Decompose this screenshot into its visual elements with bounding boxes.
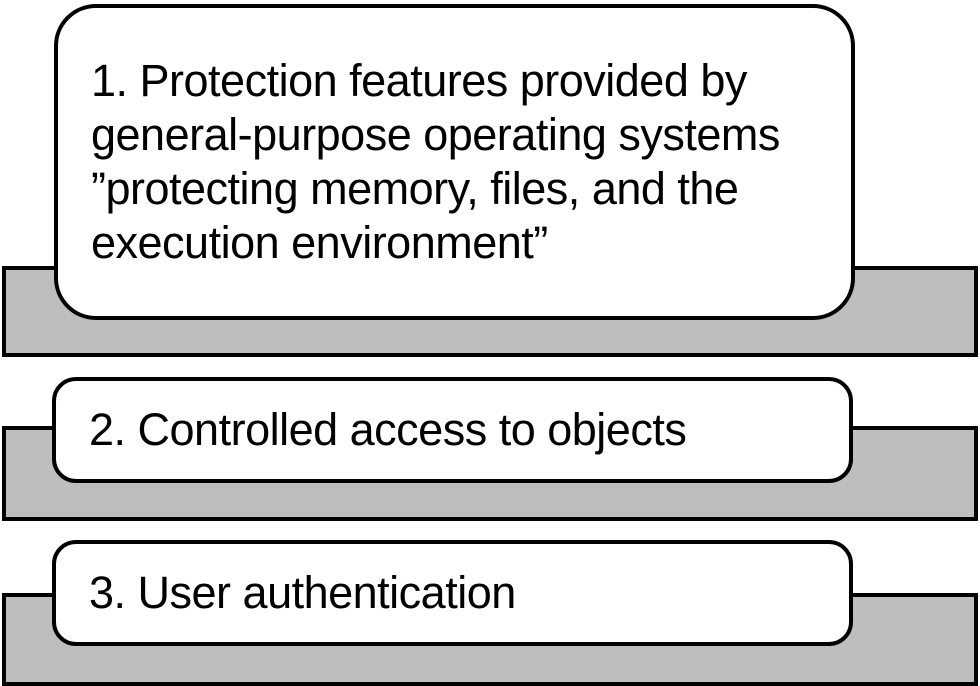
step-2-label: 2. Controlled access to objects bbox=[89, 404, 687, 455]
step-1-label: 1. Protection features provided by gener… bbox=[91, 55, 780, 268]
step-3-box: 3. User authentication bbox=[52, 540, 853, 646]
step-1-box: 1. Protection features provided by gener… bbox=[54, 4, 855, 320]
step-3-label: 3. User authentication bbox=[89, 567, 516, 618]
step-2-box: 2. Controlled access to objects bbox=[52, 377, 853, 483]
